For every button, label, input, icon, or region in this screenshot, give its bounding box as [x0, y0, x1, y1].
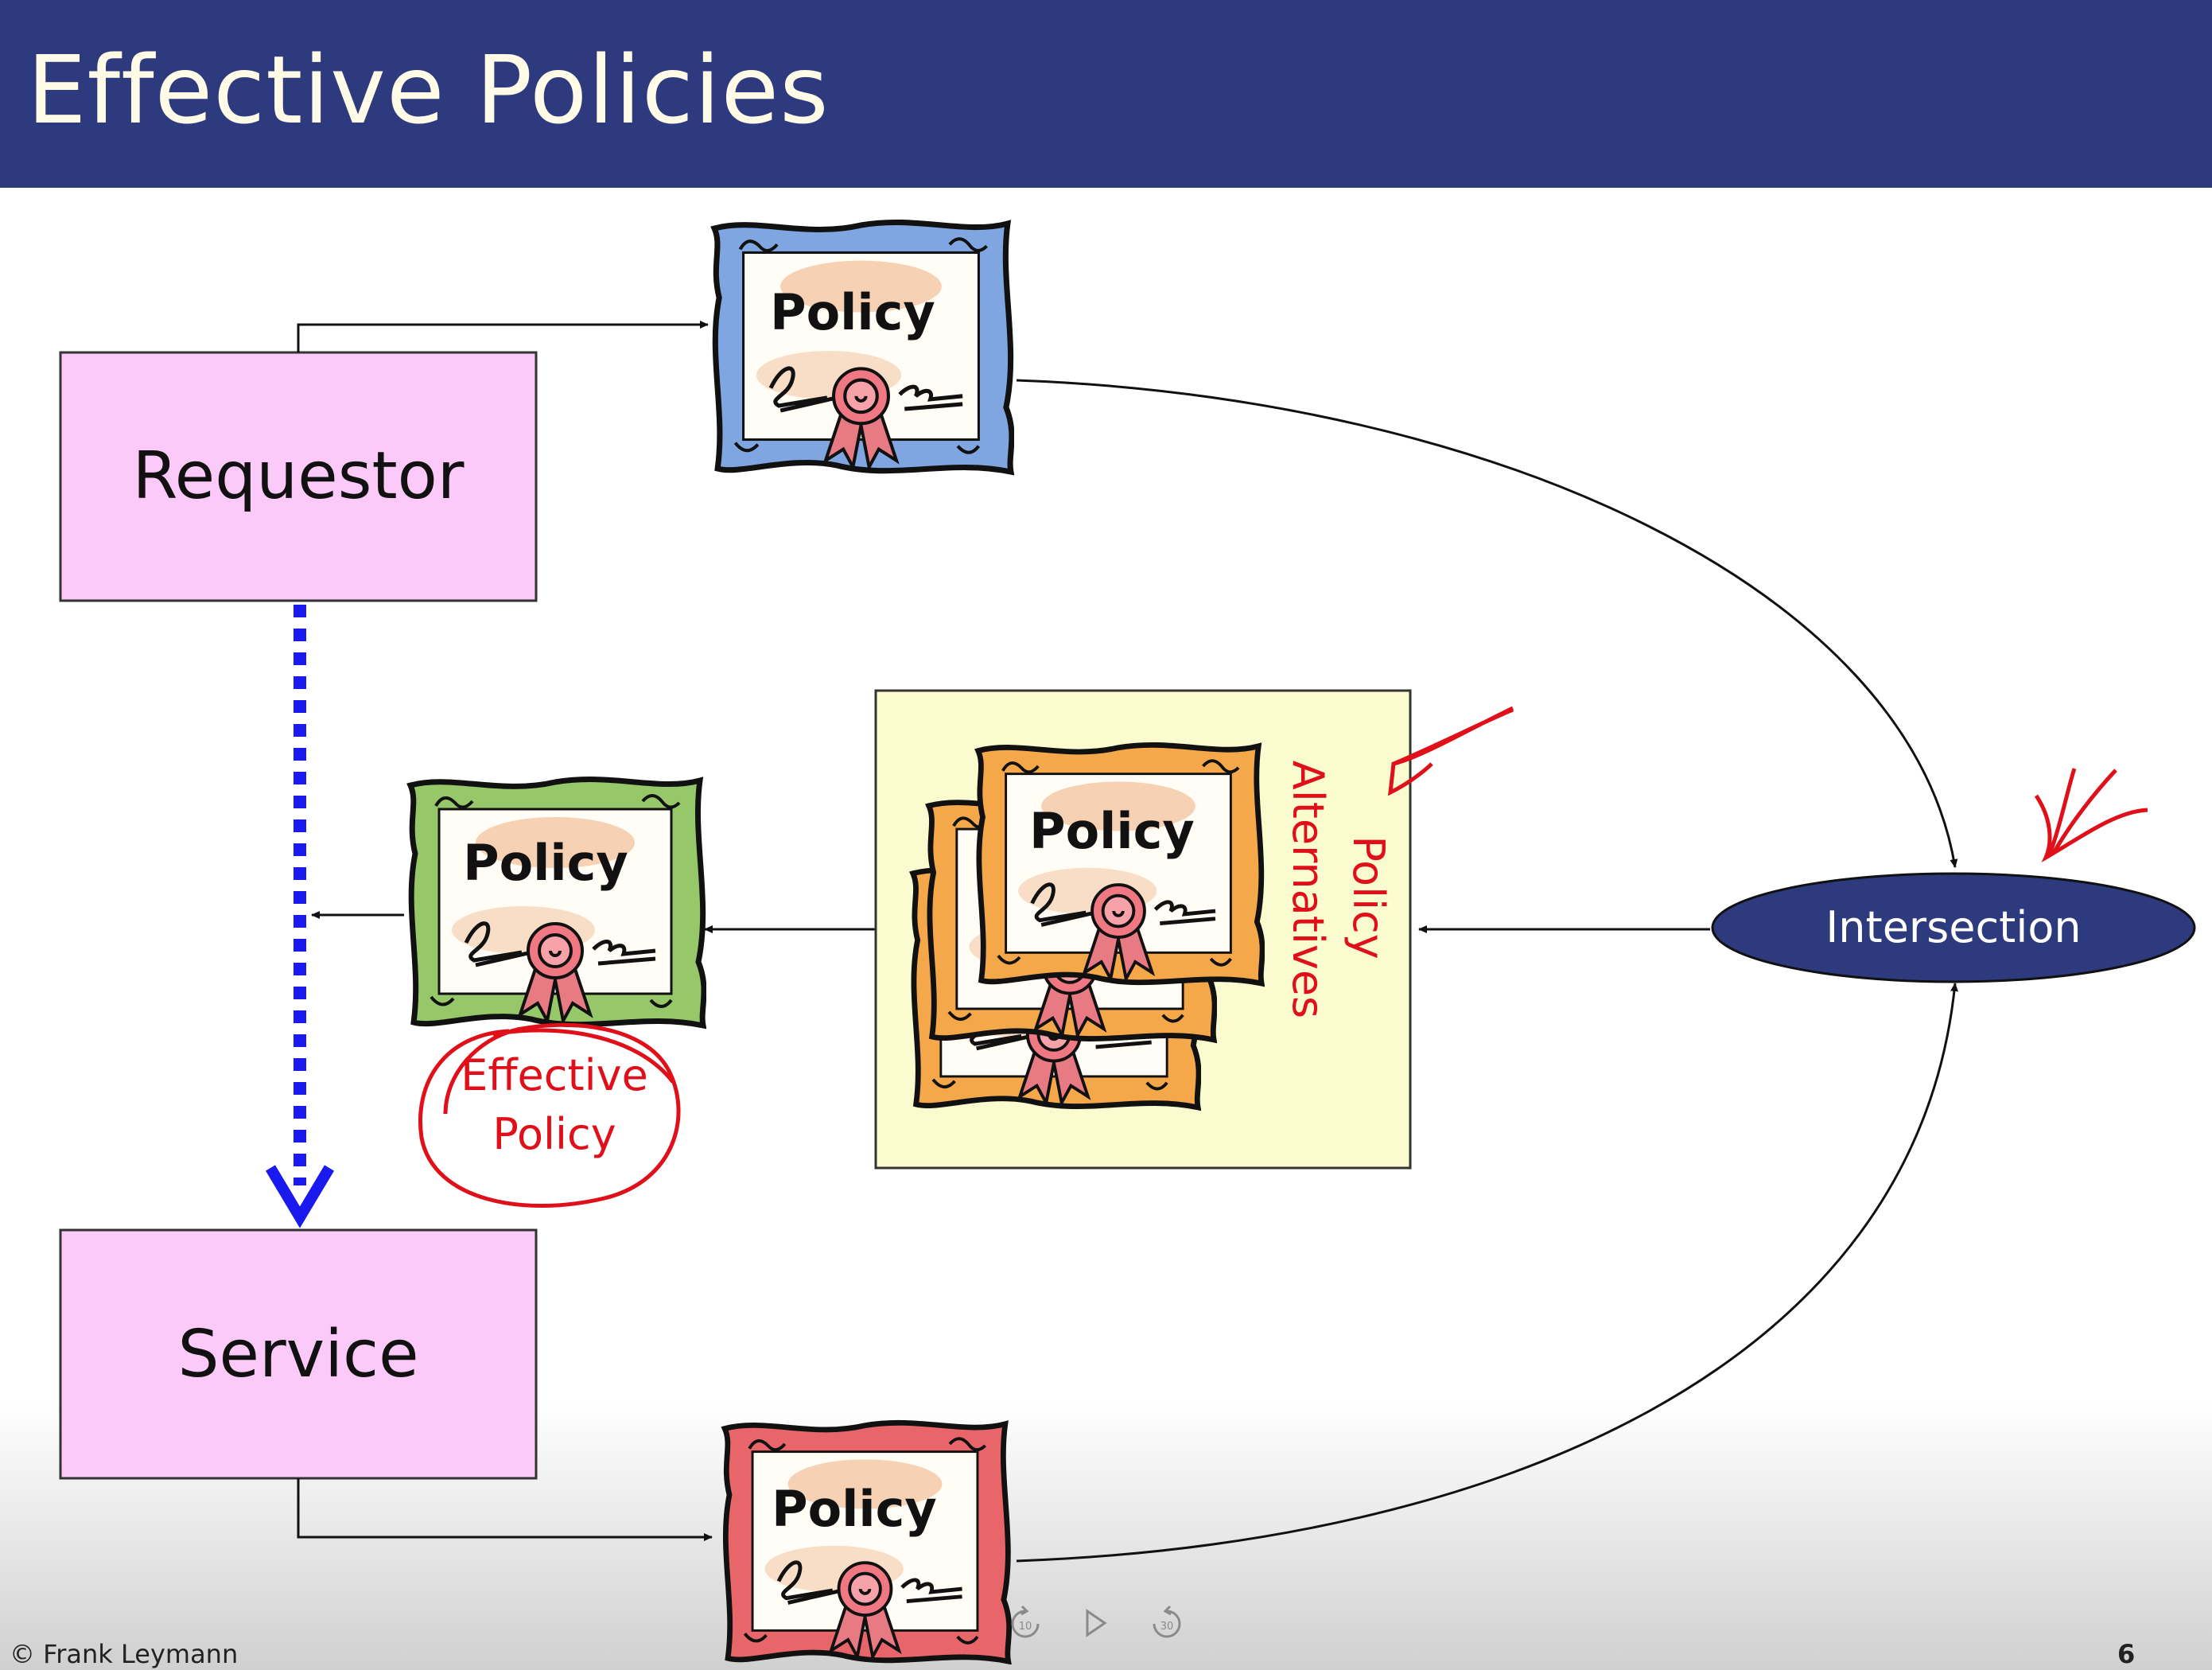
slide-header: Effective Policies: [0, 0, 2212, 188]
requestor-box: [59, 351, 538, 602]
service-policy-document: [725, 1423, 1009, 1661]
requestor-label: Requestor: [133, 438, 465, 514]
play-icon[interactable]: [1086, 1609, 1107, 1637]
forward-icon[interactable]: 30: [1153, 1605, 1181, 1638]
intersection-node: [1711, 872, 2196, 983]
alternatives-check-annotation: [1388, 706, 1514, 796]
alternatives-label-line2: Alternatives: [1283, 761, 1333, 1018]
policy-alternative-label: Policy: [1029, 802, 1195, 860]
effective-policy-doc-label: Policy: [463, 834, 628, 892]
rewind-icon[interactable]: 10: [1011, 1605, 1040, 1638]
page-number: 6: [2117, 1639, 2136, 1669]
requestor-policy-to-intersection-curve: [1016, 379, 1958, 868]
rewind-label: 10: [1019, 1621, 1032, 1633]
effective-policy-document: [410, 780, 704, 1026]
requestor-policy-document: [714, 222, 1012, 472]
slide-title: Effective Policies: [27, 35, 830, 145]
service-policy-to-intersection-curve: [1016, 983, 1958, 1563]
video-player-controls[interactable]: 10 30: [998, 1603, 1193, 1643]
service-label: Service: [177, 1317, 418, 1392]
requestor-policy-label: Policy: [770, 283, 935, 341]
effective-label-line1: Effective: [461, 1050, 648, 1100]
intersection-label: Intersection: [1825, 902, 2081, 952]
intersection-check-annotation: [2034, 768, 2148, 863]
service-to-policy-connector: [297, 1478, 713, 1541]
effective-label-line2: Policy: [492, 1109, 616, 1159]
alternatives-label-line1: Policy: [1343, 835, 1394, 959]
effective-policy-circle-annotation: [418, 1022, 681, 1208]
copyright-notice: © Frank Leymann: [10, 1639, 239, 1669]
service-policy-label: Policy: [772, 1480, 937, 1538]
requestor-to-policy-connector: [297, 321, 709, 352]
forward-label: 30: [1160, 1621, 1174, 1633]
invocation-arrowhead: [265, 1165, 335, 1228]
policy-alternative-1: [978, 745, 1262, 983]
